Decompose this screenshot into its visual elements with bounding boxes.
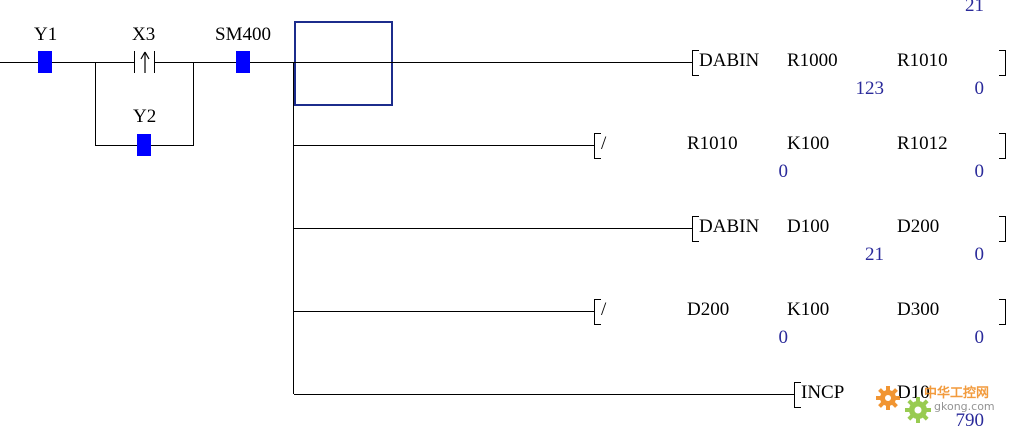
row4-bracket-right <box>999 299 1006 325</box>
row2-op2: K100 <box>787 133 830 154</box>
row1-op3: R1010 <box>897 50 948 71</box>
row3-wire <box>294 228 692 229</box>
rung-wire-left <box>0 62 38 63</box>
watermark-logo: 中华工控网 gkong.com <box>876 378 1006 432</box>
row2-wire <box>294 145 594 146</box>
output-bus <box>293 62 294 394</box>
row5-instr: INCP <box>801 382 845 403</box>
branch-y2-left <box>95 62 96 145</box>
row1-wire <box>294 62 692 63</box>
rung-wire-sm400-bus <box>250 62 294 63</box>
row4-val3: 0 <box>974 327 985 348</box>
row5-bracket-left <box>794 382 801 408</box>
row3-instr: DABIN <box>699 216 760 237</box>
row4-op3: D300 <box>897 299 940 320</box>
row2-bracket-right <box>999 133 1006 159</box>
contact-x3-right-plate <box>154 51 155 73</box>
row5-val1: 790 <box>955 410 985 431</box>
contact-y1[interactable] <box>38 51 52 73</box>
row1-instr: DABIN <box>699 50 760 71</box>
row2-val2: 0 <box>778 161 789 182</box>
row4-val2: 0 <box>778 327 789 348</box>
row2-val3: 0 <box>974 161 985 182</box>
selection-cursor[interactable] <box>294 21 393 106</box>
branch-y2-right <box>193 62 194 145</box>
row5-wire <box>294 394 794 395</box>
row2-bracket-left <box>594 133 601 159</box>
contact-label-x3: X3 <box>132 24 156 45</box>
row4-bracket-left <box>594 299 601 325</box>
row4-op1: D200 <box>687 299 730 320</box>
row1-op1: R1000 <box>787 50 838 71</box>
row4-instr: / <box>601 299 607 320</box>
row2-op3: R1012 <box>897 133 948 154</box>
row1-val3: 0 <box>974 78 985 99</box>
row1-bracket-left <box>692 50 699 76</box>
row3-val1: 21 <box>865 244 884 265</box>
contact-x3-left-plate <box>134 51 135 73</box>
top-value: 21 <box>965 0 984 16</box>
contact-label-sm400: SM400 <box>215 24 271 45</box>
row3-op3: D200 <box>897 216 940 237</box>
branch-y2-wire-left <box>95 145 137 146</box>
contact-label-y1: Y1 <box>34 24 58 45</box>
gear-icon <box>876 386 931 423</box>
row5-op1: D10 <box>897 382 930 403</box>
rung-wire-y1-x3 <box>52 62 134 63</box>
rising-edge-arrow-icon <box>140 51 150 73</box>
row2-op1: R1010 <box>687 133 738 154</box>
watermark-text-cn: 中华工控网 <box>924 386 990 401</box>
watermark-text-domain: gkong.com <box>934 400 995 413</box>
row1-val1: 123 <box>855 78 885 99</box>
row3-bracket-right <box>999 216 1006 242</box>
rung-wire-x3-sm400 <box>155 62 236 63</box>
row3-op1: D100 <box>787 216 830 237</box>
row2-instr: / <box>601 133 607 154</box>
contact-y2[interactable] <box>137 134 151 156</box>
row1-bracket-right <box>999 50 1006 76</box>
row3-val3: 0 <box>974 244 985 265</box>
contact-label-y2: Y2 <box>133 106 157 127</box>
contact-sm400[interactable] <box>236 51 250 73</box>
row3-bracket-left <box>692 216 699 242</box>
branch-y2-wire-right <box>151 145 194 146</box>
row4-wire <box>294 311 594 312</box>
row4-op2: K100 <box>787 299 830 320</box>
